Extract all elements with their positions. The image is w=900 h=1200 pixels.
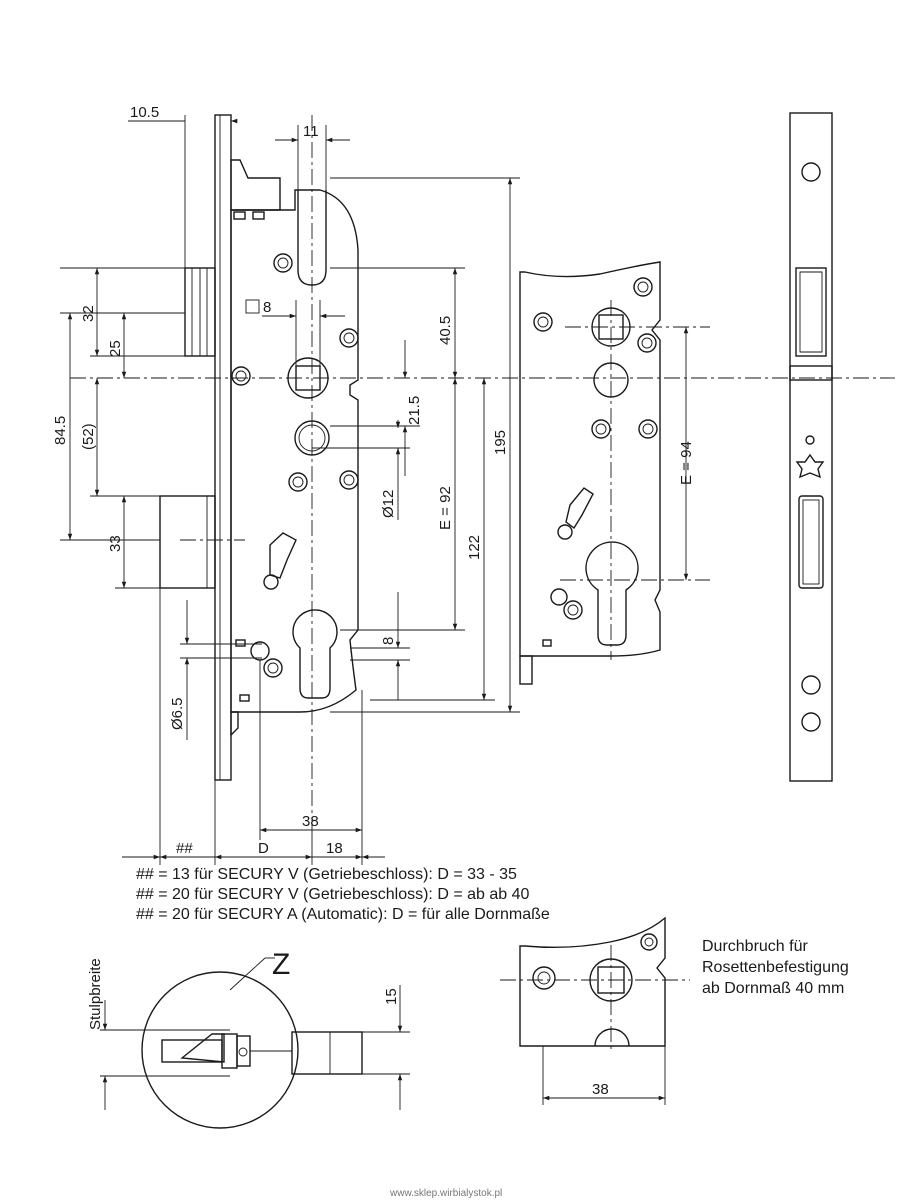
screw-icon bbox=[273, 253, 293, 273]
screw-icon bbox=[263, 658, 283, 678]
dim-diameter-6-5: Ø6.5 bbox=[169, 697, 186, 730]
dim-52: (52) bbox=[80, 423, 97, 450]
dim-11: 11 bbox=[303, 123, 319, 140]
note-line-3: ## = 20 für SECURY A (Automatic): D = fü… bbox=[136, 906, 550, 923]
dim-square-8: 8 bbox=[263, 299, 271, 316]
dim-122: 122 bbox=[466, 535, 483, 560]
dim-40-5: 40.5 bbox=[437, 316, 454, 345]
screw-icon bbox=[288, 472, 308, 492]
faceplate bbox=[214, 114, 232, 781]
screw-icon bbox=[231, 366, 251, 386]
rosette-note-line-1: Durchbruch für bbox=[702, 938, 808, 955]
dim-hash: ## bbox=[176, 840, 193, 857]
dim-e-94: E = 94 bbox=[678, 441, 695, 485]
screw-icon bbox=[339, 328, 359, 348]
main-lock-view bbox=[159, 114, 359, 781]
dim-38-rosette: 38 bbox=[592, 1081, 609, 1098]
torx-screw-icon bbox=[795, 453, 825, 479]
note-line-2: ## = 20 für SECURY V (Getriebeschloss): … bbox=[136, 886, 529, 903]
cylinder-cutout bbox=[292, 609, 338, 699]
dim-84-5: 84.5 bbox=[52, 416, 69, 445]
dim-25: 25 bbox=[107, 340, 124, 357]
rosette-detail-view bbox=[519, 916, 666, 1105]
stulpbreite-label: Stulpbreite bbox=[87, 958, 104, 1030]
note-line-1: ## = 13 für SECURY V (Getriebeschloss): … bbox=[136, 866, 517, 883]
dim-D: D bbox=[258, 840, 269, 857]
footer-watermark: www.sklep.wirbialystok.pl bbox=[389, 1188, 502, 1199]
dim-21-5: 21.5 bbox=[406, 396, 423, 425]
rosette-note-line-2: Rosettenbefestigung bbox=[702, 959, 849, 976]
dimension-lines bbox=[60, 115, 520, 865]
screw-icon bbox=[250, 641, 270, 661]
lock-case bbox=[230, 189, 359, 713]
dim-e-92: E = 92 bbox=[437, 486, 454, 530]
dead-bolt bbox=[159, 495, 216, 589]
dim-8: 8 bbox=[380, 637, 397, 645]
dim-32: 32 bbox=[80, 305, 97, 322]
dim-18: 18 bbox=[326, 840, 343, 857]
faceplate-front-view bbox=[789, 112, 833, 782]
top-claw bbox=[230, 159, 281, 211]
rosette-note-line-3: ab Dornmaß 40 mm bbox=[702, 980, 844, 997]
dim-195: 195 bbox=[492, 430, 509, 455]
dim-10-5: 10.5 bbox=[130, 104, 159, 121]
dim-38: 38 bbox=[302, 813, 319, 830]
back-view bbox=[519, 261, 661, 685]
screw-icon bbox=[339, 470, 359, 490]
detail-circle bbox=[141, 971, 299, 1129]
dim-diameter-12: Ø12 bbox=[380, 490, 397, 518]
lever bbox=[269, 532, 297, 579]
dim-15: 15 bbox=[383, 988, 400, 1005]
detail-z-view bbox=[100, 957, 410, 1129]
dim-33: 33 bbox=[107, 535, 124, 552]
faceplate-front bbox=[789, 112, 833, 782]
back-case bbox=[519, 261, 661, 657]
detail-z-label: Z bbox=[272, 948, 290, 981]
